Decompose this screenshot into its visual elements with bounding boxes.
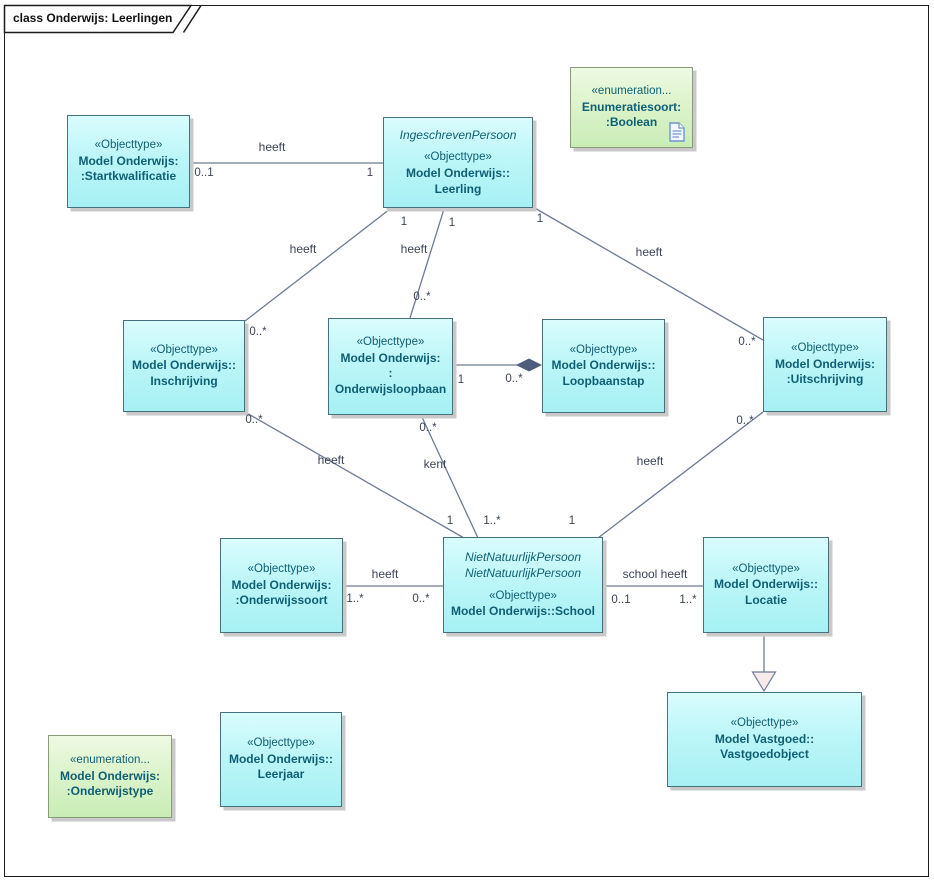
class-name: Vastgoedobject — [720, 747, 809, 762]
generalization-arrow-icon — [751, 671, 777, 693]
class-name: Model Onderwijs:: — [228, 751, 333, 766]
class-name: Model Onderwijs: — [774, 356, 875, 371]
class-name: : — [388, 366, 393, 381]
association-label: heeft — [258, 140, 286, 154]
stereotype-label: «Objecttype» — [569, 343, 638, 356]
class-name: Leerjaar — [257, 767, 305, 782]
association-label: heeft — [400, 242, 428, 256]
stereotype-label: «Objecttype» — [150, 343, 218, 356]
multiplicity-label: 0..1 — [611, 594, 631, 606]
enum-boolean[interactable]: «enumeration... Enumeratiesoort: :Boolea… — [570, 67, 693, 148]
class-name: Model Onderwijs: — [231, 577, 332, 592]
class-loopbaanstap[interactable]: «Objecttype» Model Onderwijs:: Loopbaans… — [542, 319, 665, 413]
edge-leerling-inschrijving[interactable] — [244, 208, 391, 322]
association-label: school heeft — [622, 567, 688, 581]
diagram-title: class Onderwijs: Leerlingen — [13, 11, 173, 25]
class-name: Leerling — [434, 181, 482, 196]
multiplicity-label: 1..* — [346, 593, 364, 605]
class-name: Model Onderwijs: — [78, 153, 179, 168]
edge-inschrijving-school[interactable] — [244, 411, 465, 539]
association-label: heeft — [371, 567, 399, 581]
multiplicity-label: 1 — [366, 167, 374, 179]
stereotype-label: «enumeration... — [70, 754, 150, 767]
class-uitschrijving[interactable]: «Objecttype» Model Onderwijs: :Uitschrij… — [763, 317, 887, 412]
association-label: kent — [423, 457, 447, 471]
class-startkwalificatie[interactable]: «Objecttype» Model Onderwijs: :Startkwal… — [67, 115, 190, 208]
parent-type-label: NietNatuurlijkPersoon — [464, 565, 582, 580]
enum-name: Model Onderwijs: — [59, 768, 160, 783]
multiplicity-label: 1 — [568, 515, 576, 527]
multiplicity-label: 1 — [457, 374, 465, 386]
class-inschrijving[interactable]: «Objecttype» Model Onderwijs:: Inschrijv… — [123, 320, 245, 412]
stereotype-label: «Objecttype» — [94, 139, 163, 152]
stereotype-label: «Objecttype» — [424, 151, 492, 164]
enum-name: Enumeratiesoort: — [581, 99, 682, 114]
parent-type-label: IngeschrevenPersoon — [399, 127, 517, 142]
association-label: heeft — [289, 242, 317, 256]
association-label: heeft — [636, 454, 664, 468]
multiplicity-label: 0..* — [413, 291, 431, 303]
multiplicity-label: 1..* — [483, 515, 501, 527]
multiplicity-label: 0..* — [412, 593, 430, 605]
class-name: Model Onderwijs::School — [450, 604, 595, 619]
multiplicity-label: 1 — [448, 217, 456, 229]
document-icon — [669, 122, 685, 142]
multiplicity-label: 1 — [446, 515, 454, 527]
class-leerjaar[interactable]: «Objecttype» Model Onderwijs:: Leerjaar — [220, 712, 342, 807]
class-name: Model Onderwijs: — [340, 350, 441, 365]
parent-type-label: NietNatuurlijkPersoon — [464, 550, 582, 565]
multiplicity-label: 0..* — [419, 422, 437, 434]
stereotype-label: «Objecttype» — [730, 717, 799, 730]
class-locatie[interactable]: «Objecttype» Model Onderwijs:: Locatie — [703, 537, 829, 633]
multiplicity-label: 1 — [400, 216, 408, 228]
stereotype-label: «Objecttype» — [489, 589, 557, 602]
edge-uitschrijving-school[interactable] — [597, 411, 764, 539]
edge-leerling-onderwijsloopbaan[interactable] — [409, 208, 445, 319]
class-name: :Onderwijssoort — [235, 593, 328, 608]
class-name: :Startkwalificatie — [80, 169, 177, 184]
enum-name: :Onderwijstype — [66, 784, 154, 799]
multiplicity-label: 1..* — [679, 594, 697, 606]
enum-onderwijstype[interactable]: «enumeration... Model Onderwijs: :Onderw… — [48, 735, 172, 818]
multiplicity-label: 0..* — [505, 373, 523, 385]
class-name: Inschrijving — [150, 373, 218, 388]
class-vastgoedobject[interactable]: «Objecttype» Model Vastgoed:: Vastgoedob… — [667, 692, 862, 787]
multiplicity-label: 0..* — [245, 414, 263, 426]
composition-diamond-icon — [516, 358, 542, 372]
class-name: Model Vastgoed:: — [714, 731, 815, 746]
stereotype-label: «Objecttype» — [247, 737, 315, 750]
enum-name: :Boolean — [605, 115, 658, 130]
stereotype-label: «Objecttype» — [732, 562, 800, 575]
class-name: Model Onderwijs:: — [131, 358, 236, 373]
class-name: Model Onderwijs:: — [713, 577, 818, 592]
association-label: heeft — [635, 245, 663, 259]
multiplicity-label: 1 — [536, 213, 544, 225]
multiplicity-label: 0..* — [736, 415, 754, 427]
class-name: Locatie — [744, 592, 787, 607]
class-name: Model Onderwijs:: — [551, 358, 656, 373]
class-name: Onderwijsloopbaan — [334, 382, 447, 397]
stereotype-label: «enumeration... — [591, 85, 672, 98]
edge-onderwijsloopbaan-school[interactable] — [420, 414, 479, 539]
class-onderwijssoort[interactable]: «Objecttype» Model Onderwijs: :Onderwijs… — [220, 538, 343, 633]
multiplicity-label: 0..1 — [194, 167, 214, 179]
multiplicity-label: 0..* — [249, 326, 267, 338]
stereotype-label: «Objecttype» — [356, 336, 425, 349]
edge-leerling-uitschrijving[interactable] — [532, 206, 764, 341]
multiplicity-label: 0..* — [738, 336, 756, 348]
class-name: Loopbaanstap — [562, 373, 645, 388]
stereotype-label: «Objecttype» — [247, 563, 316, 576]
class-onderwijsloopbaan[interactable]: «Objecttype» Model Onderwijs: : Onderwij… — [328, 318, 453, 415]
class-name: :Uitschrijving — [786, 372, 864, 387]
class-leerling[interactable]: IngeschrevenPersoon «Objecttype» Model O… — [383, 117, 533, 208]
stereotype-label: «Objecttype» — [791, 342, 859, 355]
association-label: heeft — [317, 453, 345, 467]
class-school[interactable]: NietNatuurlijkPersoon NietNatuurlijkPers… — [443, 537, 603, 633]
class-name: Model Onderwijs:: — [405, 165, 510, 180]
